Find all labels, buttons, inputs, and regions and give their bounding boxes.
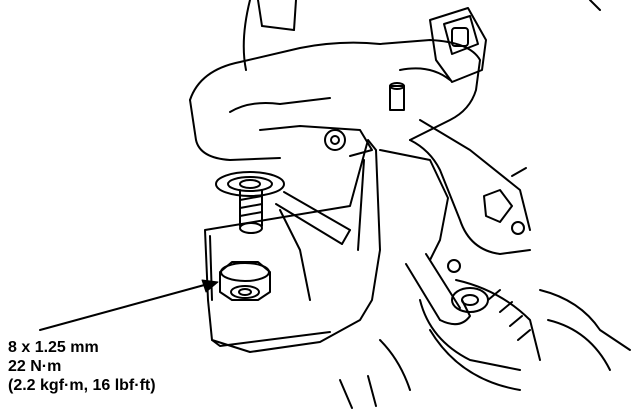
torque-alt-label: (2.2 kgf·m, 16 lbf·ft) [8, 377, 156, 394]
torque-nm-label: 22 N·m [8, 358, 62, 375]
side-hardware [447, 0, 601, 273]
torque-spec-callout: 8 x 1.25 mm 22 N·m (2.2 kgf·m, 16 lbf·ft… [8, 338, 156, 395]
hose-icon [339, 253, 631, 409]
bracket-icon [204, 139, 381, 353]
connector [389, 7, 487, 111]
bolt-size-label: 8 x 1.25 mm [8, 339, 99, 356]
right-bracket [379, 119, 531, 261]
link-rod [275, 191, 351, 245]
upper-housing [189, 39, 481, 161]
vertical-rod [242, 0, 297, 71]
nut-icon [219, 261, 271, 301]
washer-icon [215, 171, 285, 197]
pointer-arrow [39, 279, 219, 331]
